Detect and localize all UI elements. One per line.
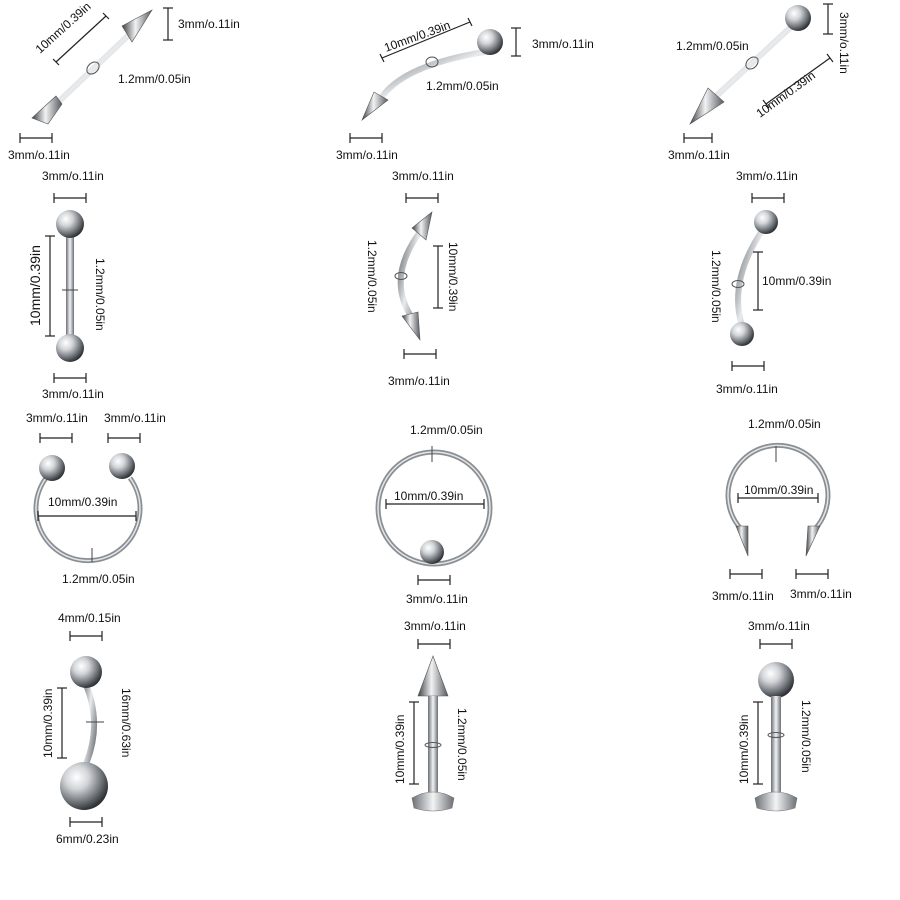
gauge-label: 1.2mm/0.05in <box>748 417 821 431</box>
diameter-label: 3mm/o.11in <box>404 619 466 633</box>
gauge-label: 1.2mm/0.05in <box>62 572 135 586</box>
gauge-label: 1.2mm/0.05in <box>455 708 469 781</box>
gauge-label: 1.2mm/0.05in <box>676 39 749 53</box>
diameter-label: 3mm/o.11in <box>668 148 730 162</box>
diameter-label: 3mm/o.11in <box>42 387 104 401</box>
horseshoe-ring-balls: 3mm/o.11in 3mm/o.11in 10mm/0.39in 1.2mm/… <box>26 411 166 586</box>
ball-end <box>785 5 811 31</box>
ball-end <box>758 662 794 698</box>
length-label: 10mm/0.39in <box>382 18 452 55</box>
length-label: 10mm/0.39in <box>737 715 751 784</box>
flat-back <box>754 791 798 812</box>
length-label: 10mm/0.39in <box>393 715 407 784</box>
length-label: 10mm/0.39in <box>394 489 463 503</box>
gauge-label: 1.2mm/0.05in <box>799 700 813 773</box>
diameter-label: 3mm/o.11in <box>8 148 70 162</box>
diameter-label: 3mm/o.11in <box>532 37 594 51</box>
length-label: 10mm/0.39in <box>762 274 831 288</box>
diameter-label: 3mm/o.11in <box>837 12 851 74</box>
gauge-label: 1.2mm/0.05in <box>118 72 191 86</box>
diameter-label: 3mm/o.11in <box>178 17 240 31</box>
spike-end <box>361 91 389 121</box>
ball-end <box>56 210 84 238</box>
spike-end <box>417 655 449 697</box>
top-diameter-label: 4mm/0.15in <box>58 611 121 625</box>
bead <box>420 540 444 564</box>
diameter-label: 3mm/o.11in <box>392 169 454 183</box>
diameter-label: 3mm/o.11in <box>336 148 398 162</box>
straight-barbell-spikes: 10mm/0.39in 3mm/o.11in 1.2mm/0.05in 3mm/… <box>8 0 240 162</box>
curved-barbell-spikes: 3mm/o.11in 1.2mm/0.05in 10mm/0.39in 3mm/… <box>365 169 460 388</box>
ball-end <box>109 453 135 479</box>
length-label: 10mm/0.39in <box>48 495 117 509</box>
straight-barbell-balls: 3mm/o.11in 10mm/0.39in 1.2mm/0.05in 3mm/… <box>27 169 107 401</box>
curved-barbell-spike-ball: 10mm/0.39in 3mm/o.11in 1.2mm/0.05in 3mm/… <box>336 17 594 162</box>
straight-barbell-ball-spike: 3mm/o.11in 1.2mm/0.05in 10mm/0.39in 3mm/… <box>668 3 851 162</box>
spike-end <box>411 211 433 241</box>
length-label: 10mm/0.39in <box>446 242 460 311</box>
ball-end <box>60 762 108 810</box>
spike-end <box>121 9 153 43</box>
ball-end <box>477 29 503 55</box>
length-label: 10mm/0.39in <box>33 0 94 56</box>
ball-end <box>56 334 84 362</box>
spike-end <box>401 311 421 341</box>
spike-end <box>31 95 63 125</box>
bottom-diameter-label: 6mm/0.23in <box>56 832 119 846</box>
ball-end <box>730 322 754 346</box>
diameter-label: 3mm/o.11in <box>26 411 88 425</box>
curved-barbell-balls: 3mm/o.11in 1.2mm/0.05in 10mm/0.39in 3mm/… <box>709 169 831 396</box>
length-label: 10mm/0.39in <box>744 483 813 497</box>
ball-end <box>39 455 65 481</box>
spike-end <box>689 87 725 125</box>
captive-bead-ring: 1.2mm/0.05in 10mm/0.39in 3mm/o.11in <box>375 423 493 606</box>
flat-back <box>411 791 455 812</box>
horseshoe-ring-spikes: 1.2mm/0.05in 10mm/0.39in 3mm/o.11in 3mm/… <box>712 417 852 603</box>
gauge-label: 1.2mm/0.05in <box>365 240 379 313</box>
belly-ring: 4mm/0.15in 10mm/0.39in 16mm/0.63in 6mm/0… <box>41 611 133 846</box>
diameter-label: 3mm/o.11in <box>736 169 798 183</box>
spike-end <box>735 525 749 557</box>
spike-end <box>805 525 821 557</box>
gauge-label: 1.2mm/0.05in <box>93 258 107 331</box>
ball-end <box>754 210 778 234</box>
diameter-label: 3mm/o.11in <box>406 592 468 606</box>
length-label: 16mm/0.63in <box>119 688 133 757</box>
length-label: 10mm/0.39in <box>27 245 43 326</box>
length-label: 10mm/0.39in <box>41 689 55 758</box>
gauge-label: 1.2mm/0.05in <box>709 250 723 323</box>
diameter-label: 3mm/o.11in <box>104 411 166 425</box>
diameter-label: 3mm/o.11in <box>712 589 774 603</box>
gauge-label: 1.2mm/0.05in <box>426 79 499 93</box>
diameter-label: 3mm/o.11in <box>42 169 104 183</box>
diameter-label: 3mm/o.11in <box>748 619 810 633</box>
diameter-label: 3mm/o.11in <box>388 374 450 388</box>
ball-end <box>70 656 102 688</box>
diameter-label: 3mm/o.11in <box>716 382 778 396</box>
length-label: 10mm/0.39in <box>754 68 818 120</box>
labret-ball: 3mm/o.11in 10mm/0.39in 1.2mm/0.05in <box>737 619 813 812</box>
diameter-label: 3mm/o.11in <box>790 587 852 601</box>
gauge-label: 1.2mm/0.05in <box>410 423 483 437</box>
labret-spike: 3mm/o.11in 10mm/0.39in 1.2mm/0.05in <box>393 619 469 812</box>
